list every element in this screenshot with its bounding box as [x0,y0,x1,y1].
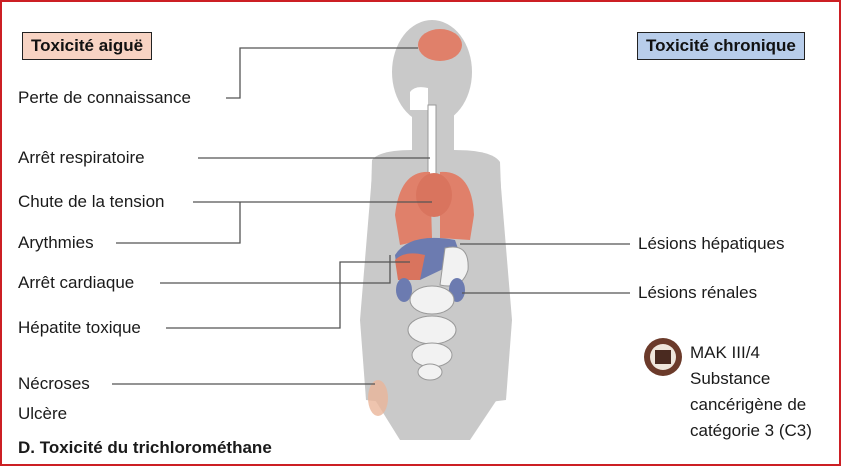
label-hepatite-toxique: Hépatite toxique [18,318,141,338]
label-lesions-hepatiques: Lésions hépatiques [638,234,785,254]
heart-icon [416,173,452,217]
label-ulcere: Ulcère [18,404,67,424]
figure-caption: D. Toxicité du trichlorométhane [18,438,272,458]
classification-line2: cancérigène de [690,392,812,418]
hand-necrosis-area [368,380,388,416]
classification-line3: catégorie 3 (C3) [690,418,812,444]
label-necroses: Nécroses [18,374,90,394]
label-lesions-renales: Lésions rénales [638,283,757,303]
kidney-left [396,278,412,302]
label-perte-connaissance: Perte de connaissance [18,88,191,108]
label-chute-tension: Chute de la tension [18,192,165,212]
label-arret-respiratoire: Arrêt respiratoire [18,148,145,168]
liver-front [395,253,425,280]
label-arret-cardiaque: Arrêt cardiaque [18,273,134,293]
carcinogen-classification: MAK III/4 Substance cancérigène de catég… [690,340,812,444]
mak-value: MAK III/4 [690,340,812,366]
brain-icon [418,29,462,61]
acute-toxicity-tag: Toxicité aiguë [22,32,152,60]
airway [410,87,428,110]
classification-line1: Substance [690,366,812,392]
label-arythmies: Arythmies [18,233,94,253]
chronic-toxicity-tag: Toxicité chronique [637,32,805,60]
carcinogen-hazard-icon [644,338,682,376]
